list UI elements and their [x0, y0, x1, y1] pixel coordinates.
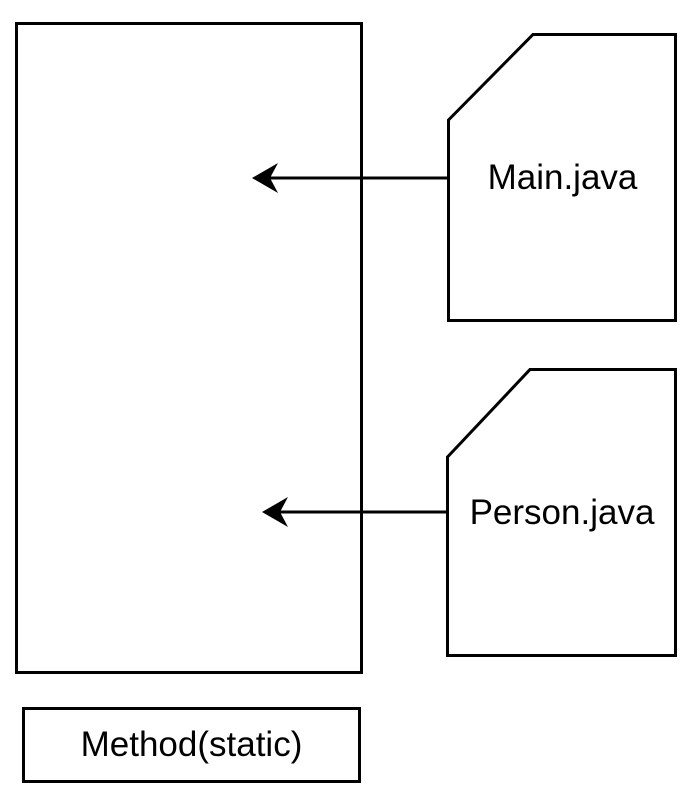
container-box	[15, 22, 363, 674]
file-shape-main	[447, 33, 677, 322]
arrow-main-to-box	[252, 163, 448, 193]
arrow-person-to-box	[262, 497, 447, 527]
arrow-person-head	[262, 497, 288, 527]
method-static-box	[22, 707, 361, 783]
arrow-main-head	[252, 163, 278, 193]
file-shape-person	[446, 368, 677, 657]
